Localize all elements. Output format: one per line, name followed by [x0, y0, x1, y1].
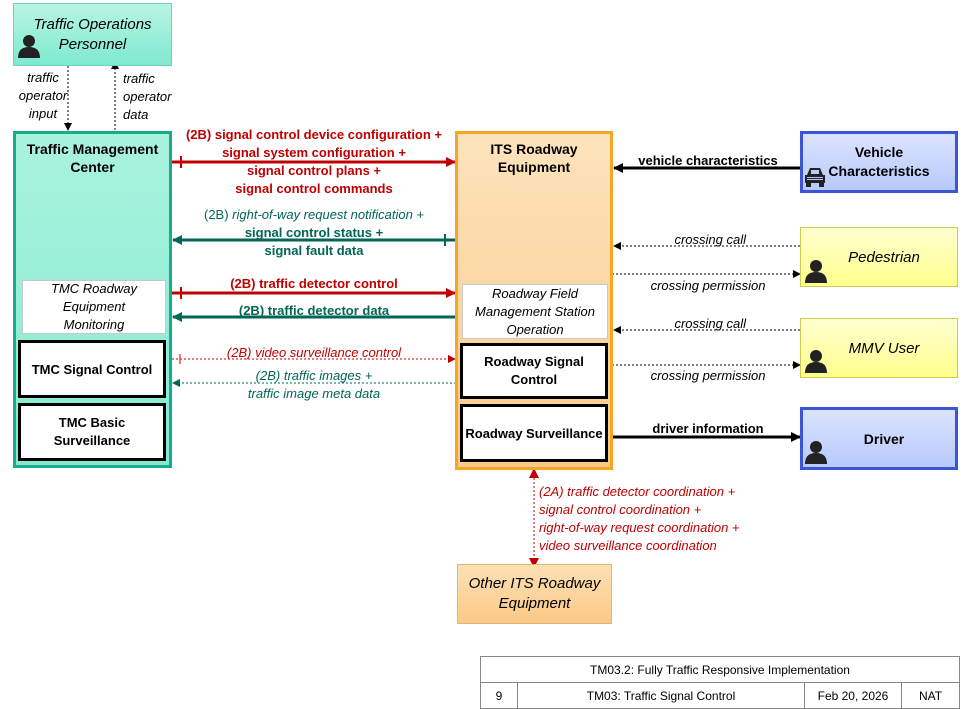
video-control-label: (2B) video surveillance control	[226, 345, 402, 360]
operator-data-label: traffic operator data	[123, 71, 172, 122]
package-name: TM03: Traffic Signal Control	[517, 682, 805, 709]
ops-label: Traffic Operations Personnel	[33, 15, 152, 53]
crossing-call-1-label: crossing call	[674, 232, 746, 247]
page-number: 9	[480, 682, 518, 709]
crossing-perm-2-label: crossing permission	[650, 368, 766, 383]
roadway-field-management-station[interactable]: Roadway Field Management Station Operati…	[462, 284, 608, 339]
detector-data-label: (2B) traffic detector data	[238, 303, 390, 318]
tmc-signal-control[interactable]: TMC Signal Control	[18, 340, 166, 398]
person-icon	[18, 35, 40, 58]
operator-input-label: traffic operator input	[18, 70, 68, 121]
signal-config-label: (2B) signal control device configuration…	[185, 127, 443, 196]
roadway-surveillance[interactable]: Roadway Surveillance	[460, 404, 608, 462]
other-its-roadway-equipment-box[interactable]: Other ITS Roadway Equipment	[457, 564, 612, 624]
tmc-basic-surveillance[interactable]: TMC Basic Surveillance	[18, 403, 166, 461]
vehicle-characteristics-box[interactable]: Vehicle Characteristics	[800, 131, 958, 193]
its-title: ITS Roadway Equipment	[490, 141, 578, 175]
roadway-signal-control[interactable]: Roadway Signal Control	[460, 343, 608, 399]
title-block: TM03.2: Fully Traffic Responsive Impleme…	[480, 656, 960, 709]
person-icon	[805, 260, 827, 283]
diagram-scope: NAT	[901, 682, 960, 709]
row-request-label: (2B) right-of-way request notification +…	[203, 207, 425, 258]
tmc-title: Traffic Management Center	[26, 141, 159, 175]
diagram-date: Feb 20, 2026	[804, 682, 902, 709]
person-icon	[805, 350, 827, 373]
coordination-label: (2A) traffic detector coordination + sig…	[539, 484, 740, 553]
person-icon	[805, 441, 827, 464]
mmv-user-box[interactable]: MMV User	[800, 318, 958, 378]
detector-control-label: (2B) traffic detector control	[230, 276, 398, 291]
crossing-call-2-label: crossing call	[674, 316, 746, 331]
diagram-title: TM03.2: Fully Traffic Responsive Impleme…	[480, 656, 960, 683]
car-icon	[805, 168, 825, 187]
tmc-roadway-equipment-monitoring[interactable]: TMC Roadway Equipment Monitoring	[22, 280, 166, 334]
vehicle-char-label: vehicle characteristics	[638, 153, 778, 168]
traffic-images-label: (2B) traffic images + traffic image meta…	[247, 368, 381, 401]
driver-info-label: driver information	[652, 421, 764, 436]
crossing-perm-1-label: crossing permission	[650, 278, 766, 293]
pedestrian-box[interactable]: Pedestrian	[800, 227, 958, 287]
